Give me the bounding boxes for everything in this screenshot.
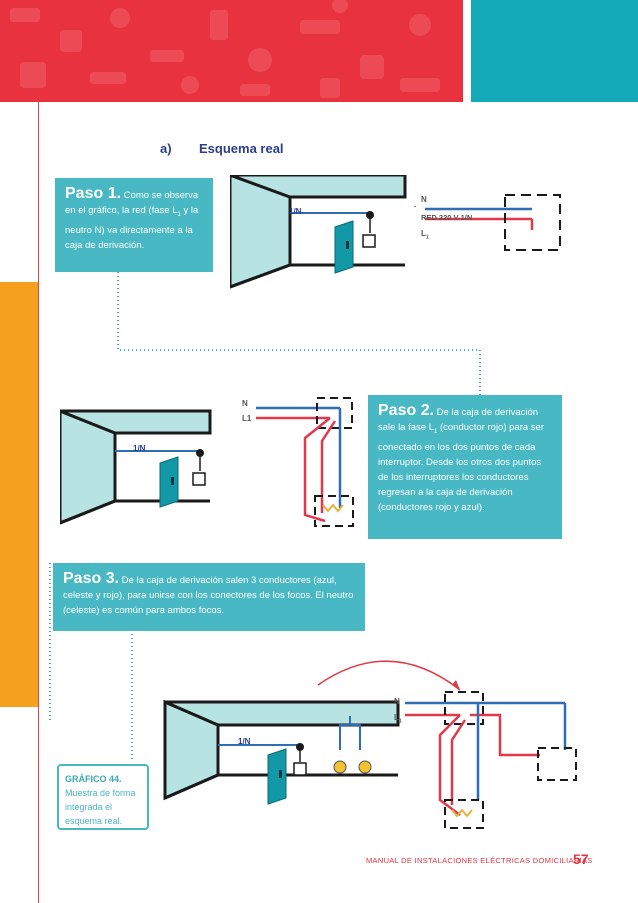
caption-text: Muestra de forma integrada el esquema re…: [65, 788, 136, 826]
step1-box: Paso 1. Como se observa en el gráfico, l…: [55, 178, 213, 272]
label-l-2: L1: [242, 414, 252, 423]
step2-sub: 1: [433, 428, 438, 435]
header-accent-band: [471, 0, 638, 102]
figure-caption: GRÁFICO 44. Muestra de forma integrada e…: [57, 764, 149, 830]
section-title: Esquema real: [199, 141, 284, 156]
room-label-2: 1/N: [133, 444, 146, 453]
tools-pattern-icon: [10, 0, 440, 98]
diagram-2: [60, 397, 354, 527]
step1-sub: 1: [177, 211, 181, 218]
diagram-1: [230, 175, 561, 289]
room-label-1: 1/N: [289, 207, 302, 216]
header-pattern-band: [0, 0, 463, 102]
diagram-3: [163, 660, 577, 829]
room-label-3: 1/N: [238, 737, 251, 746]
label-n-3: N: [394, 697, 400, 706]
step1-text-a: Como se observa en el gráfico, la red (f…: [65, 190, 199, 216]
step2-title: Paso 2.: [378, 402, 435, 419]
label-l-1: L1: [421, 229, 429, 241]
caption-head: GRÁFICO 44.: [65, 774, 122, 784]
section-label: a): [160, 141, 172, 156]
step2-text-a: De la caja de derivación sale la fase L: [378, 407, 539, 433]
footer-text: MANUAL DE INSTALACIONES ELÉCTRICAS DOMIC…: [366, 856, 593, 865]
label-red-1: RED 220 V 1/N: [421, 213, 473, 222]
page-number: 57: [573, 851, 589, 867]
label-n-2: N: [242, 399, 248, 408]
label-n-1: N: [421, 195, 427, 204]
label-l-3: L1: [394, 713, 402, 725]
step2-box: Paso 2. De la caja de derivación sale la…: [368, 395, 562, 539]
side-tab: [0, 282, 38, 707]
step1-text-b: y la neutro N) va directamente a la caja…: [65, 205, 199, 251]
step2-text-b: (conductor rojo) para ser conectado en l…: [378, 422, 544, 513]
step1-title: Paso 1.: [65, 185, 122, 202]
margin-line: [38, 102, 39, 903]
step3-title: Paso 3.: [63, 570, 120, 587]
step3-box: Paso 3. De la caja de derivación salen 3…: [53, 563, 365, 631]
step3-text: De la caja de derivación salen 3 conduct…: [63, 575, 354, 616]
